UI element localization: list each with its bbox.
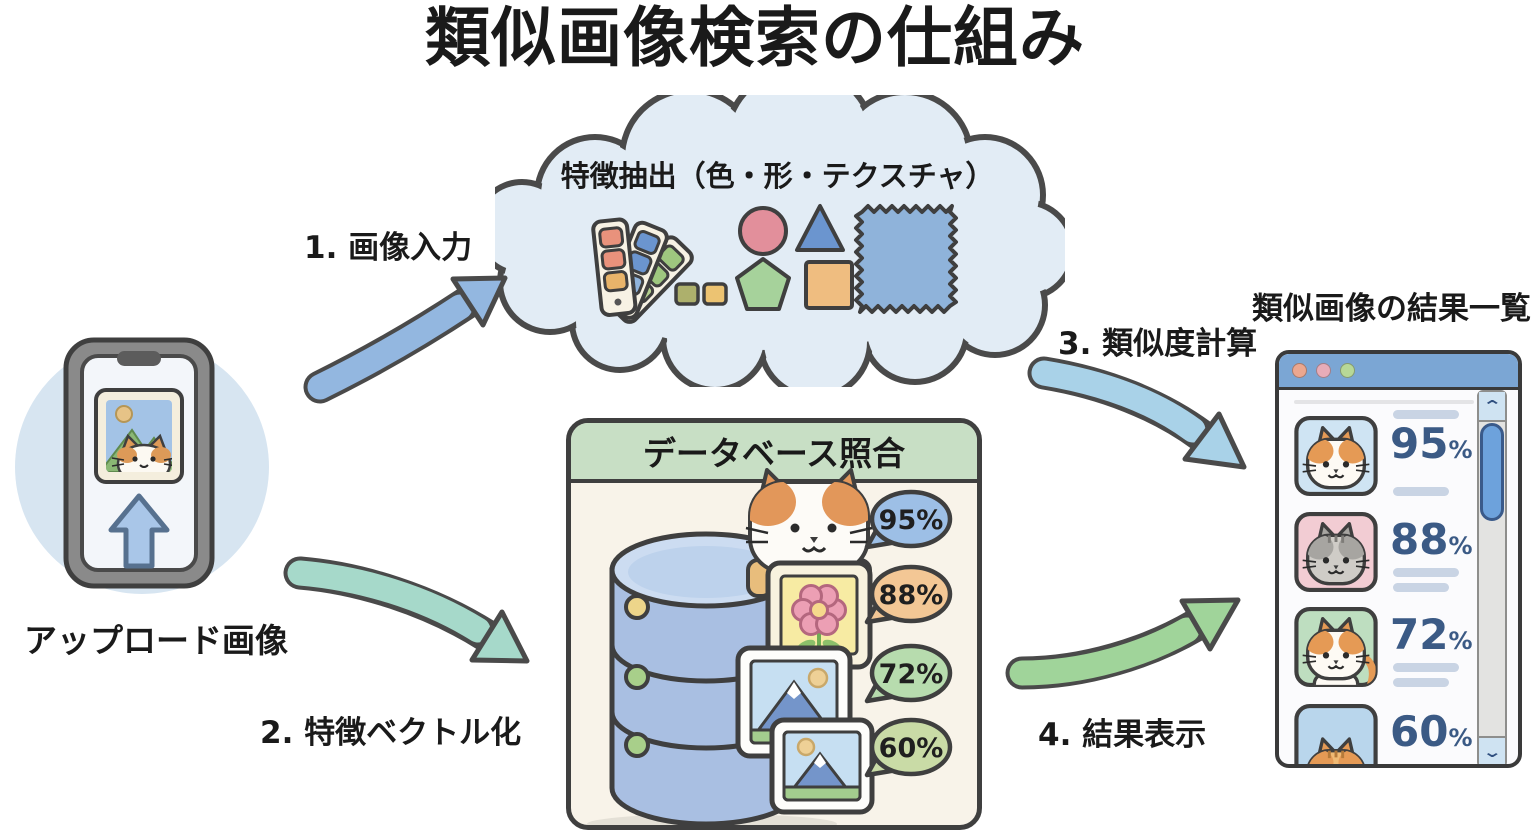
step4-label: 4. 結果表示 xyxy=(1038,717,1207,753)
database-art: 95% 88% 72% 60% xyxy=(587,468,953,825)
color-palette-icon xyxy=(591,217,728,324)
upload-arrow-icon xyxy=(108,493,170,569)
bubble-88: 88% xyxy=(864,564,953,625)
result-thumb-orange-cat xyxy=(1294,416,1378,496)
scrollbar-thumb[interactable] xyxy=(1480,423,1504,521)
scrollbar[interactable]: ⌃ ⌄ xyxy=(1477,390,1507,764)
square-shape-icon xyxy=(804,260,854,310)
window-dot-pink xyxy=(1316,363,1331,378)
bubble-60: 60% xyxy=(864,717,953,778)
result-text-line xyxy=(1393,663,1459,672)
svg-text:95%: 95% xyxy=(879,505,944,536)
arrow-similarity-calc xyxy=(1027,356,1247,470)
result-score: 72% xyxy=(1390,610,1473,659)
feature-cloud-title: 特徴抽出（色・形・テクスチャ） xyxy=(560,159,995,193)
photo-thumbnail xyxy=(94,388,184,484)
page-title: 類似画像検索の仕組み xyxy=(424,1,1085,76)
arrow-image-input xyxy=(303,275,508,404)
bubble-72: 72% xyxy=(864,643,953,704)
database-cylinder-icon xyxy=(587,531,837,825)
arrow-feature-vector xyxy=(283,556,530,664)
result-score: 60% xyxy=(1390,707,1473,756)
step1-label: 1. 画像入力 xyxy=(304,230,473,266)
window-dot-red xyxy=(1292,363,1307,378)
result-row-3: 72% xyxy=(1294,607,1479,691)
window-dot-green xyxy=(1340,363,1355,378)
result-text-line xyxy=(1393,678,1449,687)
upload-phone xyxy=(15,337,269,594)
feature-cloud-shape xyxy=(495,95,1065,387)
content-divider xyxy=(1294,400,1474,404)
chevron-down-icon: ⌄ xyxy=(1481,742,1503,761)
database-panel: データベース照合 xyxy=(566,418,982,830)
result-text-line xyxy=(1393,487,1449,496)
bubble-95: 95% xyxy=(864,489,953,550)
database-panel-title: データベース照合 xyxy=(571,423,977,483)
result-row-1: 95% xyxy=(1294,410,1479,500)
triangle-shape-icon xyxy=(795,204,845,252)
result-row-4: 60% xyxy=(1294,704,1479,764)
results-title: 類似画像の結果一覧 xyxy=(1252,291,1531,327)
result-text-line xyxy=(1393,568,1459,577)
result-text-line xyxy=(1393,410,1459,419)
scroll-up-button[interactable]: ⌃ xyxy=(1479,392,1505,422)
results-window: 95% 88% 72% 60% ⌃ ⌄ xyxy=(1275,350,1522,768)
result-thumb-tabby-cat xyxy=(1294,704,1378,764)
phone-notch xyxy=(117,351,161,366)
similarity-bubbles: 95% 88% 72% 60% xyxy=(864,489,953,778)
result-text-line xyxy=(1393,583,1449,592)
texture-swatch-icon xyxy=(854,204,958,314)
pentagon-shape-icon xyxy=(735,257,791,311)
circle-shape-icon xyxy=(738,206,788,256)
result-score: 95% xyxy=(1390,419,1473,468)
step2-label: 2. 特徴ベクトル化 xyxy=(260,715,522,751)
result-row-2: 88% xyxy=(1294,512,1479,596)
mountain-photo-2 xyxy=(769,717,875,815)
result-score: 88% xyxy=(1390,515,1473,564)
svg-text:60%: 60% xyxy=(879,733,944,764)
svg-text:72%: 72% xyxy=(879,659,944,690)
results-window-titlebar xyxy=(1279,354,1518,390)
flower-photo xyxy=(765,560,873,670)
svg-text:88%: 88% xyxy=(879,580,944,611)
upload-label: アップロード画像 xyxy=(24,621,288,660)
result-thumb-orange-white-cat xyxy=(1294,607,1378,687)
arrow-result-display xyxy=(1005,597,1241,690)
step3-label: 3. 類似度計算 xyxy=(1058,326,1258,362)
chevron-up-icon: ⌃ xyxy=(1481,396,1503,415)
result-thumb-gray-cat xyxy=(1294,512,1378,592)
scroll-down-button[interactable]: ⌄ xyxy=(1479,736,1505,764)
